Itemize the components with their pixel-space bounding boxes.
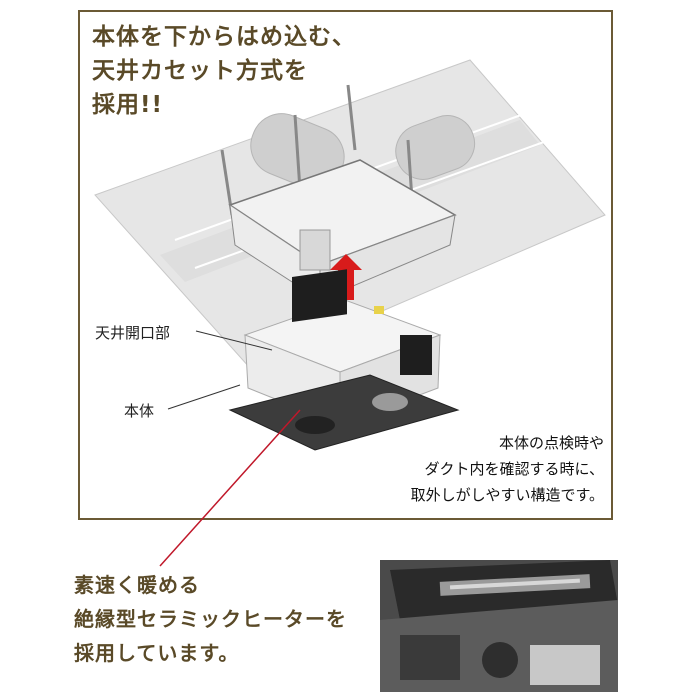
description-line-2: ダクト内を確認する時に、 bbox=[424, 460, 604, 478]
description-line-3: 取外しがしやすい構造です。 bbox=[410, 486, 604, 504]
maintenance-description: 本体の点検時や ダクト内を確認する時に、 取外しがしやすい構造です。 bbox=[411, 430, 604, 508]
headline-line-3: 採用!! bbox=[92, 92, 163, 118]
heater-line-3: 採用しています。 bbox=[74, 641, 240, 665]
ceramic-heater-photo bbox=[380, 560, 618, 692]
callout-main-body: 本体 bbox=[124, 402, 155, 420]
headline-line-2: 天井カセット方式を bbox=[92, 58, 308, 84]
description-line-1: 本体の点検時や bbox=[498, 434, 604, 452]
leader-heater bbox=[159, 409, 301, 567]
callout-ceiling-opening: 天井開口部 bbox=[95, 324, 171, 342]
headline: 本体を下からはめ込む、 天井カセット方式を 採用!! bbox=[92, 20, 356, 122]
heater-feature-text: 素速く暖める 絶縁型セラミックヒーターを 採用しています。 bbox=[74, 568, 347, 670]
heater-line-1: 素速く暖める bbox=[74, 573, 200, 597]
duct-right bbox=[395, 115, 476, 180]
leader-main-body bbox=[167, 384, 241, 410]
heater-line-2: 絶縁型セラミックヒーターを bbox=[74, 607, 347, 631]
leader-ceiling-opening bbox=[195, 330, 273, 351]
headline-line-1: 本体を下からはめ込む、 bbox=[92, 24, 356, 50]
main-unit-panel bbox=[228, 374, 460, 451]
